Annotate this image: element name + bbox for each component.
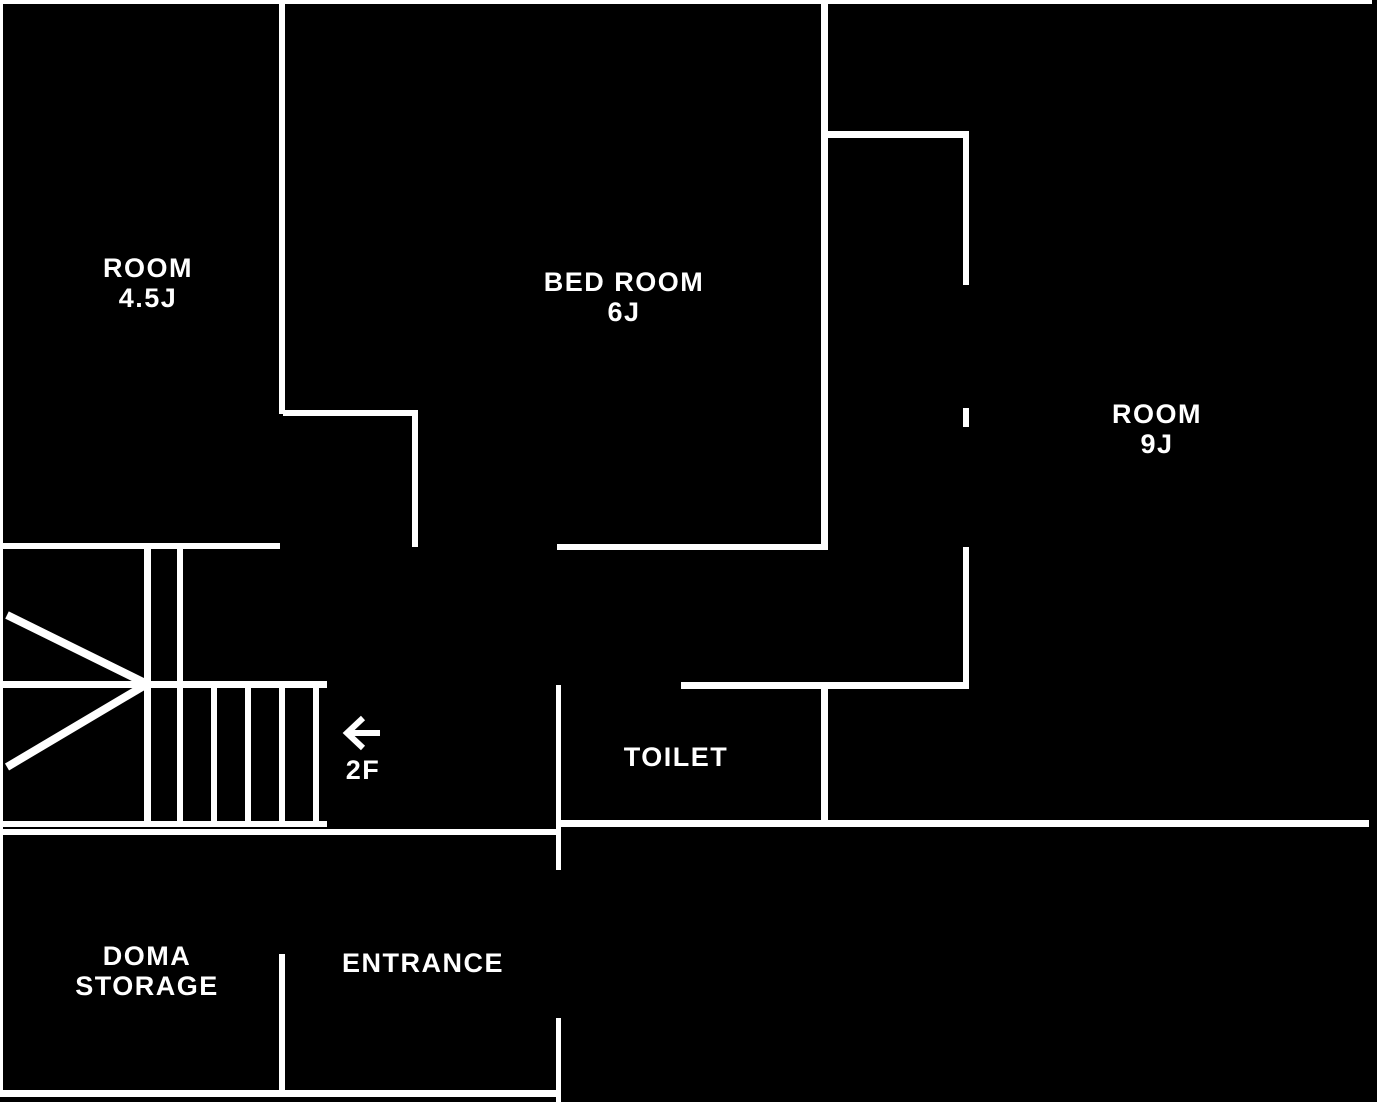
left-arrow-icon [342,715,380,751]
entrance-label: ENTRANCE [342,948,504,978]
wall-room9-notch-top [827,131,968,138]
stair-tread-1 [211,688,217,827]
entrance-name: ENTRANCE [341,948,505,978]
wall-bedroom-bottom [557,544,828,550]
stair-tread-2 [245,688,251,827]
stair-bottom-edge [0,821,327,827]
doma-storage-label: DOMA STORAGE [75,941,219,1001]
wall-toilet-left [556,685,561,870]
room-4-5j-name: ROOM [103,253,193,283]
wall-room45-bottom [0,543,280,549]
toilet-name: TOILET [623,742,729,772]
stair-landing-edge [0,681,327,688]
doma-storage-name-1: DOMA [102,941,192,971]
toilet-label: TOILET [624,742,729,772]
border-top [0,0,1372,4]
stair-tread-4 [313,688,319,827]
room-9j-name: ROOM [1112,399,1202,429]
stairs-floor-text: 2F [345,755,381,785]
wall-bedroom-right [821,4,828,548]
wall-room45-right [279,4,285,414]
wall-entrance-right-lower [556,1018,561,1102]
bed-room-label: BED ROOM 6J [544,267,705,327]
bed-room-name: BED ROOM [543,267,705,297]
room-9j-label: ROOM 9J [1112,399,1202,459]
wall-storage-top [0,829,560,835]
doma-storage-name-2: STORAGE [75,971,219,1001]
stair-tread-3 [279,688,285,827]
bed-room-size: 6J [607,297,641,327]
wall-bottom-long [558,820,1369,827]
wall-room9-door-jamb [963,408,969,427]
wall-toilet-top [681,682,968,689]
room-9j-size: 9J [1140,429,1174,459]
wall-room9-left-lower [963,547,969,689]
wall-closet-top [283,410,418,416]
room-4-5j-label: ROOM 4.5J [103,253,193,313]
wall-closet-right [412,410,418,547]
wall-room9-left-upper [963,131,969,285]
wall-toilet-right [821,689,828,827]
stairs-floor-label: 2F [346,755,381,785]
wall-storage-entrance-divider [279,954,285,1096]
room-4-5j-size: 4.5J [118,283,178,313]
